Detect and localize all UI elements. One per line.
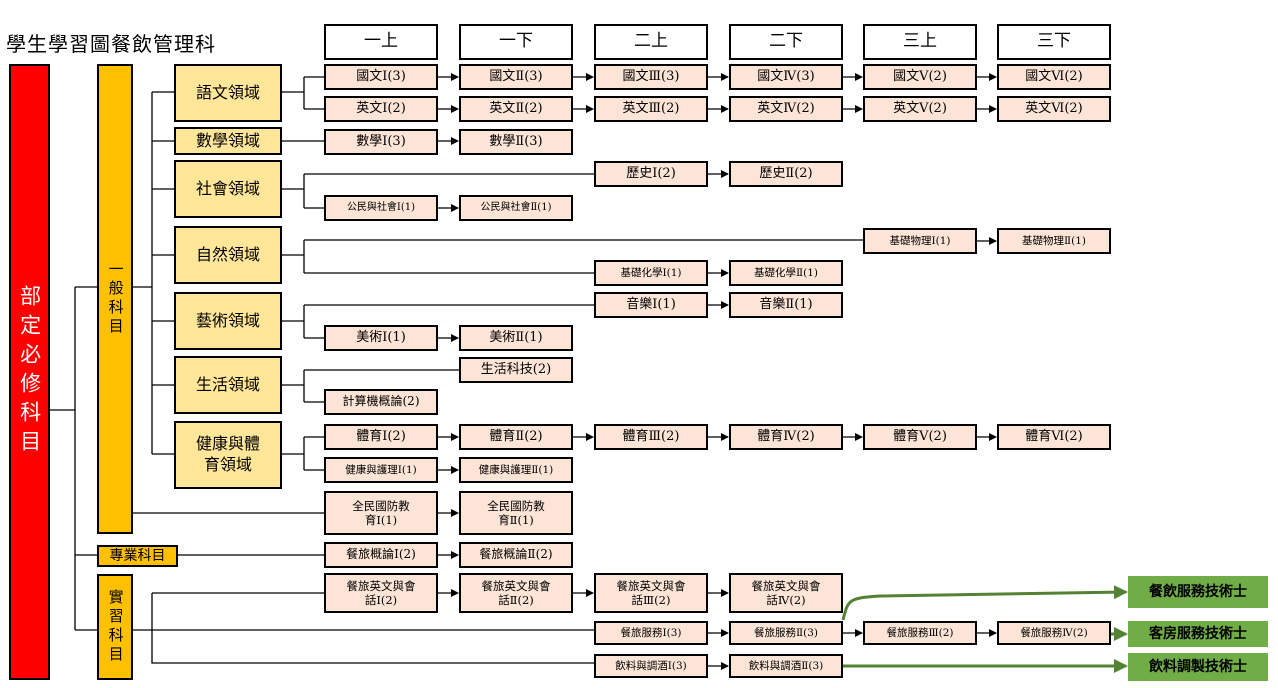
semester-header-1b: 一下 [459,24,573,60]
semester-header-2a: 二上 [594,24,708,60]
course-tourism-service-1: 餐旅服務Ⅰ(3) [594,621,708,645]
domain-language: 語文領域 [174,64,282,122]
course-tourism-service-2: 餐旅服務Ⅱ(3) [729,621,843,645]
course-tourism-intro-1: 餐旅概論Ⅰ(2) [324,542,438,568]
course-tourism-english-2: 餐旅英文與會話Ⅱ(2) [459,573,573,613]
course-chemistry-2: 基礎化學Ⅱ(1) [729,260,843,286]
course-art-1: 美術Ⅰ(1) [324,325,438,351]
practice-subjects-bar: 實習科目 [97,574,133,680]
course-pe-4: 體育Ⅳ(2) [729,424,843,450]
course-civics-2: 公民與社會Ⅱ(1) [459,195,573,221]
course-beverage-1: 飲料與調酒Ⅰ(3) [594,654,708,678]
domain-science: 自然領域 [174,226,282,284]
semester-header-3b: 三下 [997,24,1111,60]
certificate-arrow-food-service [841,585,1128,621]
professional-subjects-box: 專業科目 [97,545,178,567]
domain-arts: 藝術領域 [174,292,282,350]
course-pe-3: 體育Ⅲ(2) [594,424,708,450]
course-defense-1: 全民國防教育Ⅰ(1) [324,491,438,535]
certificate-beverage-making: 飲料調製技術士 [1128,653,1268,681]
course-chemistry-1: 基礎化學Ⅰ(1) [594,260,708,286]
general-subjects-bar: 一般科目 [97,64,133,534]
course-tourism-service-4: 餐旅服務Ⅳ(2) [997,621,1111,645]
domain-life: 生活領域 [174,356,282,414]
beverage-link [151,593,594,664]
course-art-2: 美術Ⅱ(1) [459,325,573,351]
course-english-2: 英文Ⅱ(2) [459,96,573,122]
course-pe-6: 體育Ⅵ(2) [997,424,1111,450]
course-tourism-service-3: 餐旅服務Ⅲ(2) [863,621,977,645]
course-chinese-6: 國文Ⅵ(2) [997,64,1111,90]
course-defense-2: 全民國防教育Ⅱ(1) [459,491,573,535]
domain-health: 健康與體育領域 [174,421,282,489]
course-tourism-english-1: 餐旅英文與會話Ⅰ(2) [324,573,438,613]
course-health-2: 健康與護理Ⅱ(1) [459,457,573,483]
course-pe-5: 體育Ⅴ(2) [863,424,977,450]
certificate-food-service: 餐飲服務技術士 [1128,576,1268,608]
course-chinese-4: 國文Ⅳ(3) [729,64,843,90]
course-music-1: 音樂Ⅰ(1) [594,292,708,318]
course-health-1: 健康與護理Ⅰ(1) [324,457,438,483]
course-chinese-1: 國文Ⅰ(3) [324,64,438,90]
course-english-1: 英文Ⅰ(2) [324,96,438,122]
semester-header-2b: 二下 [729,24,843,60]
course-english-5: 英文Ⅴ(2) [863,96,977,122]
course-english-6: 英文Ⅵ(2) [997,96,1111,122]
course-tourism-intro-2: 餐旅概論Ⅱ(2) [459,542,573,568]
course-english-4: 英文Ⅳ(2) [729,96,843,122]
certificate-room-service: 客房服務技術士 [1128,621,1268,647]
course-computer-intro: 計算機概論(2) [324,389,438,415]
course-pe-1: 體育Ⅰ(2) [324,424,438,450]
course-music-2: 音樂Ⅱ(1) [729,292,843,318]
required-subjects-bar: 部定必修科目 [9,64,50,680]
course-civics-1: 公民與社會Ⅰ(1) [324,195,438,221]
course-chinese-3: 國文Ⅲ(3) [594,64,708,90]
course-chinese-2: 國文Ⅱ(3) [459,64,573,90]
course-math-1: 數學Ⅰ(3) [324,129,438,155]
domain-social: 社會領域 [174,160,282,218]
course-tourism-english-3: 餐旅英文與會話Ⅲ(2) [594,573,708,613]
course-pe-2: 體育Ⅱ(2) [459,424,573,450]
semester-header-1a: 一上 [324,24,438,60]
course-physics-1: 基礎物理Ⅰ(1) [863,228,977,254]
domain-math: 數學領域 [174,127,282,155]
course-tourism-english-4: 餐旅英文與會話Ⅳ(2) [729,573,843,613]
course-chinese-5: 國文Ⅴ(2) [863,64,977,90]
course-history-2: 歷史Ⅱ(2) [729,161,843,187]
course-physics-2: 基礎物理Ⅱ(1) [997,228,1111,254]
course-history-1: 歷史Ⅰ(2) [594,161,708,187]
page-title: 學生學習圖餐飲管理科 [6,32,216,56]
course-beverage-2: 飲料與調酒Ⅱ(3) [729,654,843,678]
semester-header-3a: 三上 [863,24,977,60]
course-math-2: 數學Ⅱ(3) [459,129,573,155]
course-english-3: 英文Ⅲ(2) [594,96,708,122]
course-living-tech: 生活科技(2) [459,357,573,383]
